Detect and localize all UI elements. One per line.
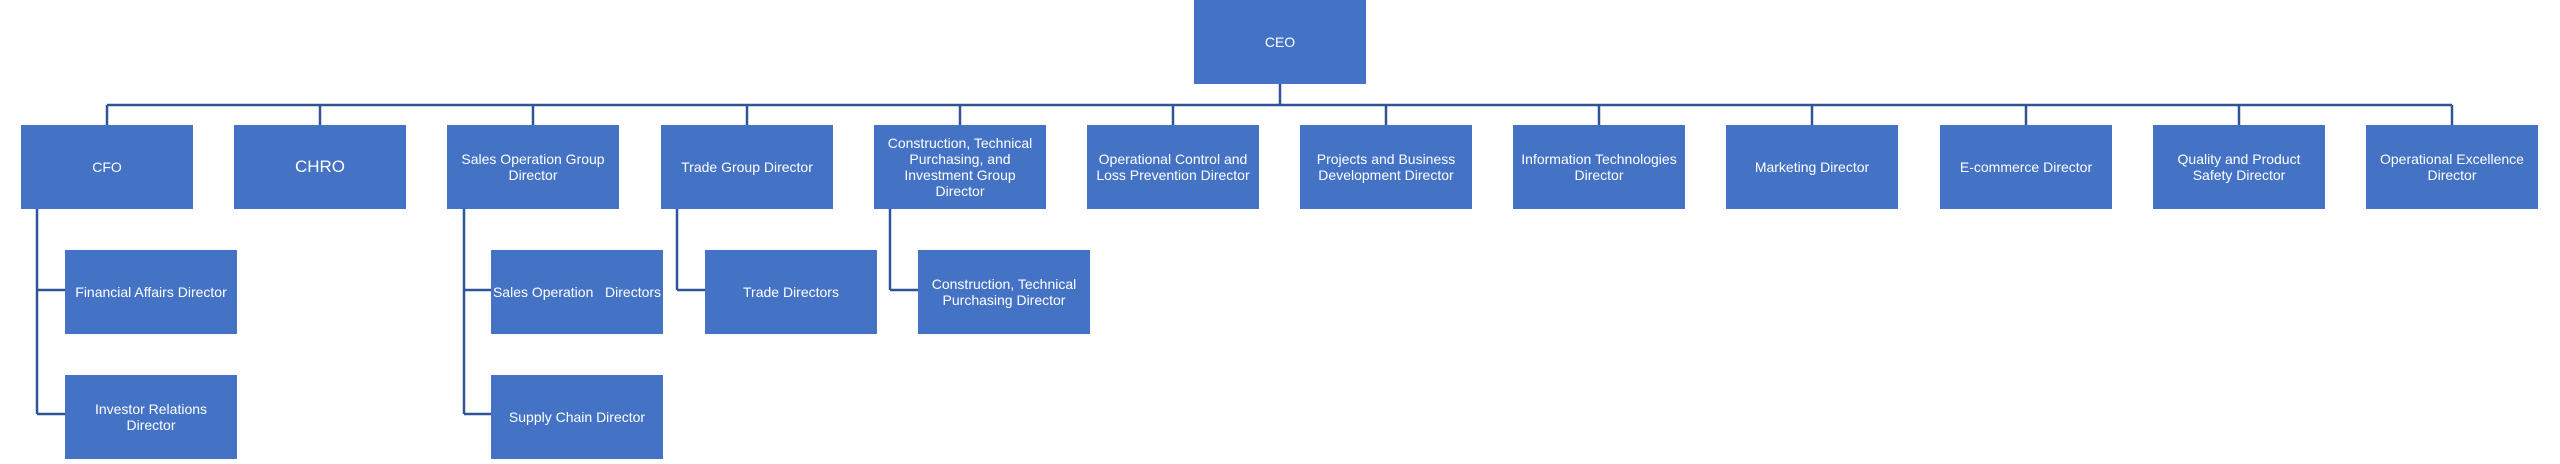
node-ceo: CEO [1194, 0, 1366, 84]
node-sales-operation-directors: Sales Operation Directors [491, 250, 663, 334]
node-e-commerce-director: E-commerce Director [1940, 125, 2112, 209]
node-cfo: CFO [21, 125, 193, 209]
node-investor-relations-director: Investor Relations Director [65, 375, 237, 459]
node-construction-group-director: Construction, Technical Purchasing, and … [874, 125, 1046, 209]
node-financial-affairs-director: Financial Affairs Director [65, 250, 237, 334]
node-sales-operation-group-director: Sales Operation Group Director [447, 125, 619, 209]
node-operational-control-director: Operational Control and Loss Prevention … [1087, 125, 1259, 209]
node-trade-group-director: Trade Group Director [661, 125, 833, 209]
node-operational-excellence-director: Operational Excellence Director [2366, 125, 2538, 209]
node-chro: CHRO [234, 125, 406, 209]
node-trade-directors: Trade Directors [705, 250, 877, 334]
node-supply-chain-director: Supply Chain Director [491, 375, 663, 459]
node-quality-product-safety-director: Quality and Product Safety Director [2153, 125, 2325, 209]
node-construction-technical-purchasing-director: Construction, Technical Purchasing Direc… [918, 250, 1090, 334]
node-projects-business-development-director: Projects and Business Development Direct… [1300, 125, 1472, 209]
node-information-technologies-director: Information Technologies Director [1513, 125, 1685, 209]
node-marketing-director: Marketing Director [1726, 125, 1898, 209]
